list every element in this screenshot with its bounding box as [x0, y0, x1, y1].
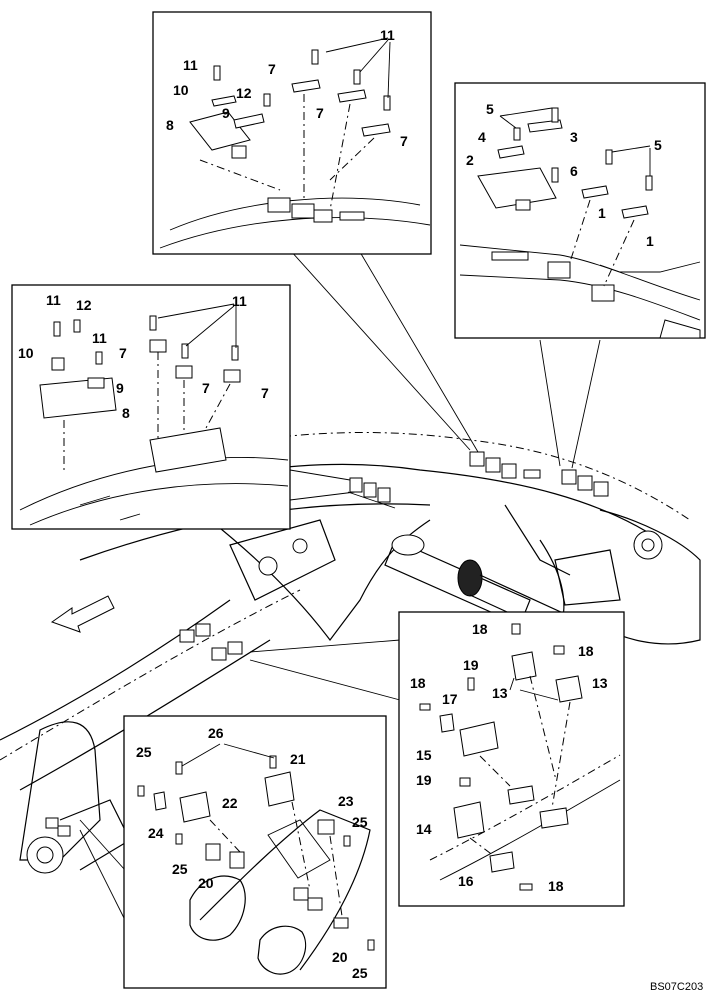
label: 6 [570, 163, 578, 179]
label: 5 [486, 101, 494, 117]
label: 18 [578, 643, 594, 659]
label: 18 [472, 621, 488, 637]
label: 11 [232, 293, 247, 309]
callout-lines [79, 249, 601, 921]
detail-panel-lower-left: 26 25 21 22 23 24 25 25 20 20 25 [123, 715, 387, 989]
label: 5 [654, 137, 662, 153]
drawing-code: BS07C203 [650, 981, 703, 993]
label: 9 [222, 105, 230, 121]
label: 16 [458, 873, 474, 889]
detail-panel-left: 11 12 11 10 11 9 8 7 7 7 [11, 284, 291, 530]
label: 25 [352, 814, 368, 830]
boom-clamp-group-right [561, 469, 609, 497]
label: 18 [410, 675, 426, 691]
label: 3 [570, 129, 578, 145]
label: 8 [166, 117, 174, 133]
label: 13 [492, 685, 508, 701]
label: 14 [416, 821, 432, 837]
label: 10 [18, 345, 34, 361]
label: 8 [122, 405, 130, 421]
label: 26 [208, 725, 224, 741]
label: 12 [236, 85, 252, 101]
label: 11 [92, 330, 107, 346]
label: 4 [478, 129, 486, 145]
label: 9 [116, 380, 124, 396]
label: 25 [352, 965, 368, 981]
label: 7 [268, 61, 276, 77]
label: 13 [592, 675, 608, 691]
label: 20 [332, 949, 348, 965]
label: 19 [463, 657, 479, 673]
label: 7 [202, 380, 210, 396]
label: 25 [136, 744, 152, 760]
boom-clamp-group-center [469, 451, 541, 479]
label: 7 [261, 385, 269, 401]
label: 11 [183, 57, 198, 73]
label: 18 [548, 878, 564, 894]
label: 7 [400, 133, 408, 149]
label: 24 [148, 825, 164, 841]
label: 17 [442, 691, 458, 707]
label: 1 [598, 205, 606, 221]
boom-assembly [0, 432, 701, 874]
detail-panel-top-center: 11 11 7 10 12 9 7 8 7 [152, 11, 432, 255]
label: 10 [173, 82, 189, 98]
label: 12 [76, 297, 92, 313]
label: 2 [466, 152, 474, 168]
label: 7 [119, 345, 127, 361]
label: 25 [172, 861, 188, 877]
label: 1 [646, 233, 654, 249]
direction-arrow [50, 595, 115, 633]
detail-panel-top-right: 5 3 4 2 6 5 1 1 [454, 82, 706, 339]
label: 11 [380, 27, 395, 43]
detail-panel-lower-right: 18 19 18 13 13 18 17 15 19 14 16 18 [398, 611, 625, 907]
label: 21 [290, 751, 306, 767]
label: 7 [316, 105, 324, 121]
label: 19 [416, 772, 432, 788]
boom-clamp-group-left [347, 477, 396, 509]
label: 23 [338, 793, 354, 809]
label: 11 [46, 292, 61, 308]
label: 15 [416, 747, 432, 763]
label: 22 [222, 795, 238, 811]
label: 20 [198, 875, 214, 891]
